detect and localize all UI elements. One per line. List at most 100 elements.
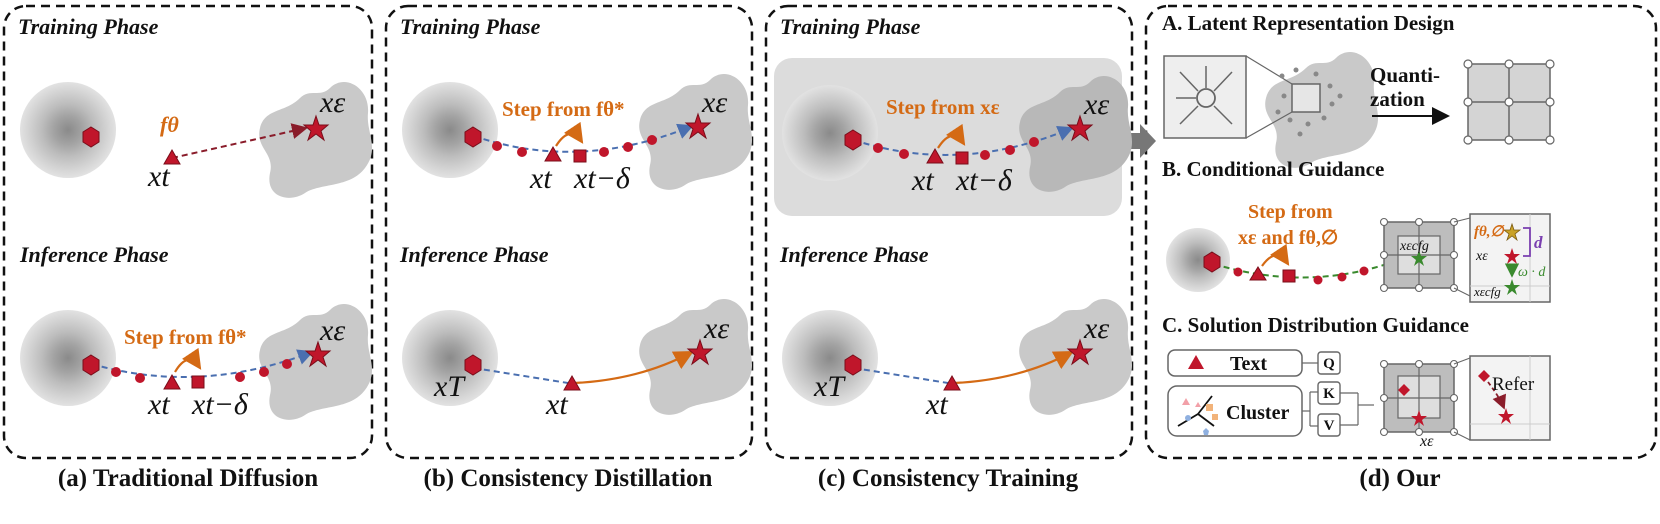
step-dot (1005, 145, 1015, 155)
quantized-grid (1463, 59, 1555, 145)
square-xt-delta-icon (1282, 269, 1296, 283)
xe-label: xε (319, 86, 345, 119)
hexagon-noise-icon (82, 354, 100, 376)
step-dot (282, 359, 292, 369)
zoom-source-box (1291, 83, 1321, 113)
xcfg-label: xεcfg (1473, 284, 1501, 299)
hexagon-noise-icon (464, 126, 482, 148)
d-label: d (1534, 233, 1543, 252)
omega-d-label: ω · d (1518, 265, 1546, 280)
k-label: K (1323, 386, 1335, 402)
triangle-xt-icon (163, 148, 181, 165)
panel-c-caption: (c) Consistency Training (818, 465, 1079, 492)
xe-label: xε (701, 86, 727, 119)
step-dot (235, 372, 245, 382)
square-xt-delta-icon (191, 375, 205, 389)
xt-delta-label: xt−δ (191, 388, 249, 421)
step-dot (623, 142, 633, 152)
section-b-title: B. Conditional Guidance (1162, 157, 1384, 181)
star-xe-icon (302, 114, 330, 142)
panel-c-training-title: Training Phase (780, 14, 921, 39)
panel-a-frame (2, 4, 374, 460)
step-dot (259, 367, 269, 377)
star-xe-icon (686, 338, 714, 366)
step-from-label: Step from fθ* (502, 97, 625, 121)
center-point-icon (1196, 88, 1216, 108)
xe-label: xε (1083, 312, 1109, 345)
step-dot (1029, 137, 1039, 147)
step-dot (980, 150, 990, 160)
cfg-grid-label: xεcfg (1399, 239, 1429, 254)
xe-zoom-label: xε (1475, 249, 1488, 264)
cluster-box-label: Cluster (1226, 402, 1289, 424)
xt-delta-label: xt−δ (955, 164, 1013, 197)
star-xe-icon (1066, 114, 1094, 142)
square-xt-delta-icon (573, 149, 587, 163)
step-from-label: Step from fθ* (124, 325, 247, 349)
xt-label: xt (911, 164, 934, 197)
q-box (1317, 351, 1341, 375)
triangle-xt-icon (943, 374, 961, 391)
step-dot (1337, 272, 1347, 282)
xT-label: xT (813, 370, 846, 403)
star-xe-icon (304, 340, 332, 368)
panel-b-training-title: Training Phase (400, 14, 541, 39)
xt-label: xt (529, 162, 552, 195)
star-xe-icon (684, 112, 712, 140)
panel-a-caption: (a) Traditional Diffusion (58, 465, 318, 492)
star-xe-icon (1066, 338, 1094, 366)
panel-d-caption: (d) Our (1359, 465, 1440, 492)
refer-grid-label: xε (1419, 433, 1434, 450)
panel-c: Training Phase Step from xε xt xt−δ xε I… (774, 14, 1133, 492)
step-dot (1313, 275, 1323, 285)
data-distribution-blob (259, 82, 373, 198)
panel-d-frame (1144, 4, 1658, 460)
xt-delta-label: xt−δ (573, 162, 631, 195)
xT-label: xT (433, 370, 466, 403)
f-theta-label: fθ (160, 112, 179, 137)
cfg-zoom-box: fθ,∅ d xε ω · d xεcfg (1469, 213, 1551, 303)
noise-distribution-icon (402, 82, 498, 178)
section-c-title: C. Solution Distribution Guidance (1162, 313, 1469, 337)
step-dot (599, 147, 609, 157)
xt-label: xt (925, 388, 948, 421)
step-from-label: Step from xε (886, 95, 1000, 119)
noise-distribution-icon (782, 85, 878, 181)
panel-a: Training Phase fθ xt xε Inference Phase … (18, 14, 373, 492)
q-label: Q (1323, 356, 1335, 372)
step-from-b-label-1: Step from (1248, 201, 1333, 223)
noise-distribution-icon (20, 310, 116, 406)
panel-d: A. Latent Representation Design Quanti- … (1162, 11, 1555, 492)
panel-b-caption: (b) Consistency Distillation (424, 465, 713, 492)
quantization-label-1: Quanti- (1370, 63, 1440, 87)
text-box-label: Text (1230, 353, 1267, 375)
panel-c-inference-title: Inference Phase (779, 242, 929, 267)
hexagon-noise-icon (844, 354, 862, 376)
square-xt-delta-icon (955, 151, 969, 165)
v-label: V (1324, 418, 1335, 434)
triangle-xt-icon (163, 373, 181, 390)
triangle-xt-icon (926, 147, 944, 164)
step-dot (517, 147, 527, 157)
hexagon-noise-icon (82, 126, 100, 148)
triangle-xt-icon (544, 145, 562, 162)
refer-grid: xε (1379, 359, 1459, 450)
triangle-xt-icon (563, 374, 581, 391)
cluster-scatter-icon (1177, 395, 1218, 435)
panel-b: Training Phase Step from fθ* xt xt−δ xε … (399, 14, 753, 492)
step-dot (135, 373, 145, 383)
zoom-neighborhood-box (1163, 55, 1247, 139)
xe-label: xε (319, 314, 345, 347)
quantization-label-2: zation (1370, 87, 1425, 111)
step-dot (1233, 267, 1243, 277)
text-triangle-icon (1188, 355, 1204, 369)
hexagon-noise-icon (844, 129, 862, 151)
hexagon-noise-icon (464, 354, 482, 376)
noise-distribution-icon (1166, 228, 1230, 292)
step-dot (1359, 266, 1369, 276)
triangle-xt-icon (1249, 266, 1267, 281)
panel-a-inference-title: Inference Phase (19, 242, 169, 267)
step-dot (111, 367, 121, 377)
refer-label: Refer (1492, 374, 1535, 395)
transition-arrow-icon (1124, 124, 1156, 158)
